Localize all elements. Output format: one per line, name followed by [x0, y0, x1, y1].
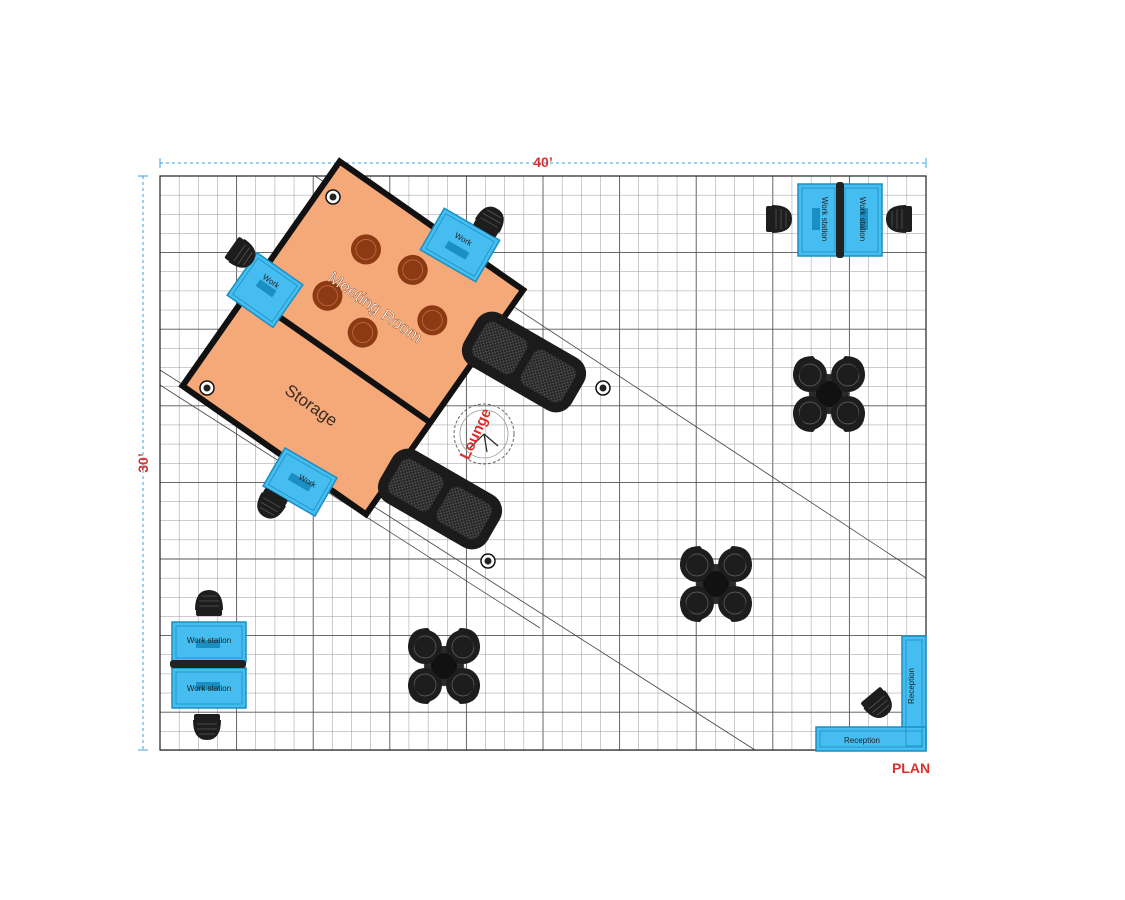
width-dimension: 40’ [159, 154, 927, 170]
lounge-table [453, 403, 515, 465]
width-label: 40’ [533, 154, 552, 170]
castor [199, 380, 215, 396]
height-label: 30’ [135, 453, 151, 472]
meeting-storage-block [178, 157, 528, 519]
castor [325, 189, 341, 205]
meeting-room [248, 164, 521, 422]
workstation-top-right: Work station Work station [765, 182, 913, 258]
castor [480, 553, 496, 569]
workstation-top-left: Work [223, 235, 304, 329]
table-pod-center [679, 545, 753, 623]
workstation-top-center: Work [419, 201, 510, 283]
lounge-label: Lounge [457, 406, 495, 462]
table-pod-bottom [407, 627, 481, 705]
workstation-bottom-left-a-label: Work station [187, 636, 231, 645]
castor [595, 380, 611, 396]
workstation-bottom-left: Work station Work station [170, 589, 247, 741]
reception-horizontal-label: Reception [844, 736, 880, 745]
booth-boundary [159, 175, 927, 751]
workstation-top-right-a-label: Work station [820, 197, 829, 241]
storage-room [185, 295, 429, 512]
height-dimension: 30’ [135, 175, 151, 751]
reception-desk: Reception Reception [815, 635, 927, 752]
workstation-bottom-left-b-label: Work station [187, 684, 231, 693]
plan-label: PLAN [892, 760, 930, 776]
workstation-mid-left: Work [251, 446, 339, 524]
meeting-chairs [312, 234, 448, 348]
reception-vertical-label: Reception [907, 668, 916, 704]
lounge-sofa-lower [371, 442, 509, 556]
workstation-top-right-b-label: Work station [858, 197, 867, 241]
